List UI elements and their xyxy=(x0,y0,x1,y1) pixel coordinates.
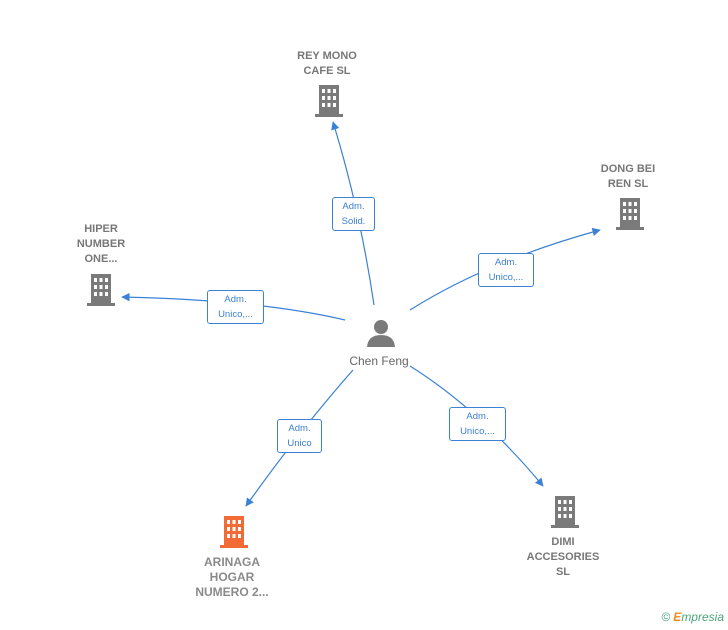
relation-label-dong: Adm. Unico,... xyxy=(478,253,534,287)
company-label-rey[interactable]: REY MONO CAFE SL xyxy=(297,50,357,77)
company-label-arinaga[interactable]: ARINAGA HOGAR NUMERO 2... xyxy=(195,555,269,599)
copyright-icon: © xyxy=(661,610,671,624)
relation-label-arinaga: Adm. Unico xyxy=(277,419,322,453)
brand-initial: E xyxy=(673,610,682,624)
person-name[interactable]: Chen Feng xyxy=(349,354,409,368)
relation-label-hiper: Adm. Unico,... xyxy=(207,290,264,324)
building-icon[interactable] xyxy=(85,273,117,307)
person-icon[interactable] xyxy=(366,318,396,348)
brand-footer: ©Empresia xyxy=(661,610,724,624)
relation-label-rey: Adm. Solid. xyxy=(332,197,375,231)
building-icon[interactable] xyxy=(614,197,646,231)
company-label-dimi[interactable]: DIMI ACCESORIES SL xyxy=(526,536,600,578)
building-icon-highlight[interactable] xyxy=(218,515,250,549)
building-icon[interactable] xyxy=(313,84,345,118)
building-icon[interactable] xyxy=(549,495,581,529)
company-label-dong[interactable]: DONG BEI REN SL xyxy=(600,163,656,190)
relation-label-dimi: Adm. Unico,... xyxy=(449,407,506,441)
company-label-hiper[interactable]: HIPER NUMBER ONE... xyxy=(76,223,126,265)
brand-name: mpresia xyxy=(681,610,724,624)
